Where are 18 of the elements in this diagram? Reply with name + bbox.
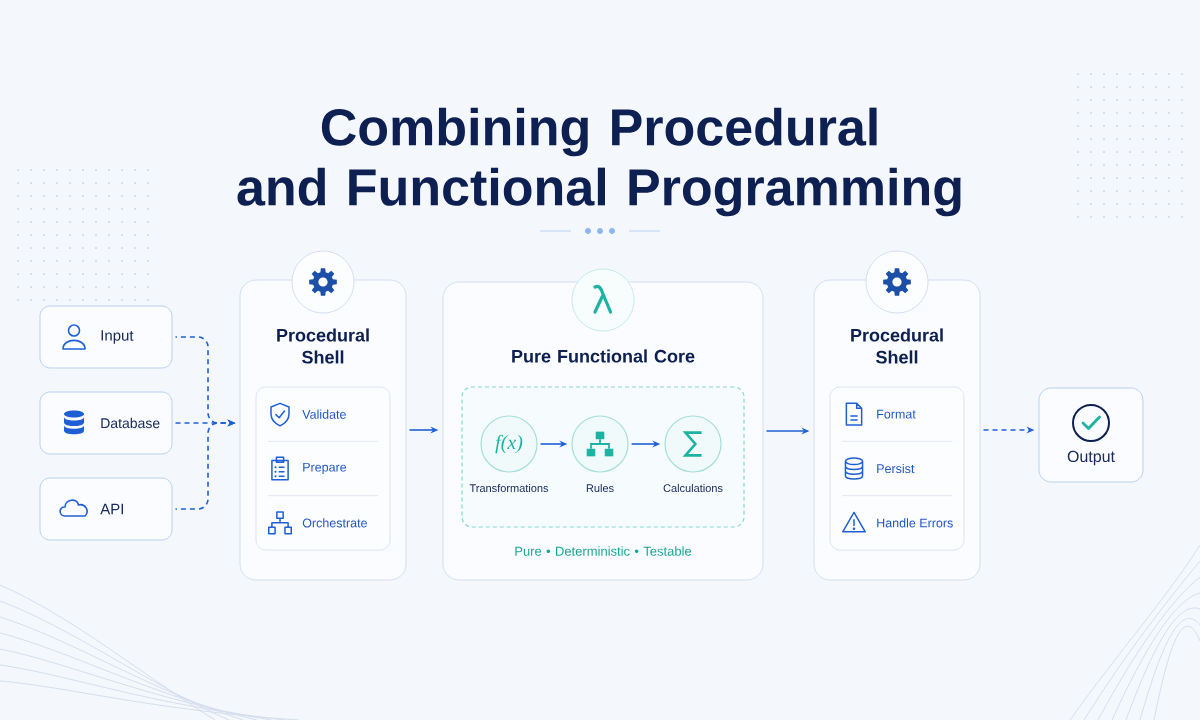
step-label: Orchestrate [302, 518, 367, 528]
tagline: Pure • Deterministic • Testable [515, 546, 692, 556]
title: Combining Procedural and Functional Programming [237, 107, 961, 217]
card-title: Procedural Shell [277, 328, 369, 364]
circle-caption: Transformations [469, 483, 549, 493]
step-label: Format [877, 409, 916, 419]
source-box: Input [39, 305, 173, 369]
output-box: Output [1038, 387, 1144, 483]
source-box: API [39, 477, 173, 541]
step-label: Prepare [303, 462, 347, 475]
card-title: Pure Functional Core [512, 349, 695, 363]
circle-caption: Calculations [663, 483, 723, 493]
circle-caption: Rules [586, 483, 614, 493]
source-box: Database [39, 391, 173, 455]
step-label: Handle Errors [877, 518, 953, 528]
card-title: Procedural Shell [851, 328, 943, 364]
step-label: Validate [302, 409, 346, 419]
step-label: Persist [877, 463, 915, 474]
